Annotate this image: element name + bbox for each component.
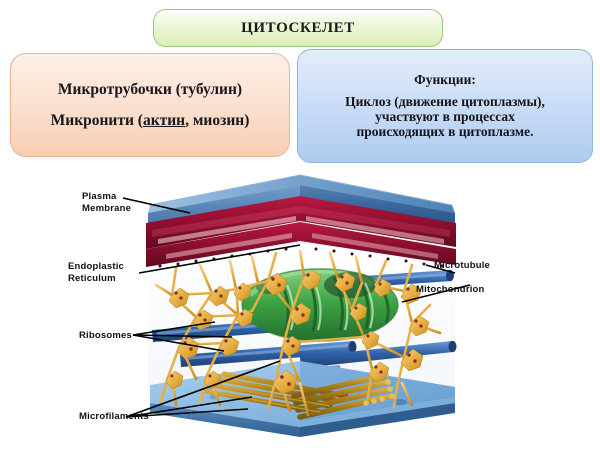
functions-line-3: происходящих в цитоплазме. bbox=[356, 124, 534, 140]
label-plasma-membrane-line1: Plasma bbox=[82, 191, 117, 202]
title-box: ЦИТОСКЕЛЕТ bbox=[153, 9, 443, 47]
label-microfilaments: Microfilaments bbox=[79, 411, 149, 422]
page-title: ЦИТОСКЕЛЕТ bbox=[241, 19, 355, 36]
cytoskeleton-nodes bbox=[165, 269, 430, 395]
functions-box: Функции: Циклоз (движение цитоплазмы), у… bbox=[297, 49, 593, 163]
microfilaments-text-pre: Микронити ( bbox=[50, 112, 143, 129]
microtubules-line: Микротрубочки (тубулин) bbox=[57, 80, 243, 98]
label-endoplastic-reticulum: Endoplastic Reticulum bbox=[68, 261, 124, 284]
leader-lines bbox=[122, 197, 471, 418]
cytoskeleton-network bbox=[154, 249, 442, 417]
leader-microfilament-3 bbox=[125, 408, 249, 418]
plasma-membrane bbox=[148, 174, 455, 223]
label-endoplastic-reticulum-line2: Reticulum bbox=[68, 272, 116, 284]
label-plasma-membrane-line2: Membrane bbox=[82, 202, 132, 214]
microfilaments-line: Микронити (актин, миозин) bbox=[51, 113, 250, 129]
leader-microfilament-2 bbox=[125, 396, 253, 418]
leader-mitochondrion bbox=[401, 284, 471, 303]
actin-underlined-term: актин bbox=[142, 112, 186, 129]
label-mitochondrion: Mitochondrion bbox=[416, 284, 485, 295]
leader-plasma-membrane bbox=[122, 197, 191, 214]
leader-ribosome-2 bbox=[132, 334, 233, 338]
leader-ribosome-1 bbox=[132, 321, 216, 336]
leader-ribosome-3 bbox=[132, 334, 225, 352]
microfilaments-text-post: , миозин) bbox=[185, 112, 250, 129]
cell-diagram-svg bbox=[122, 174, 471, 437]
leader-microfilament-1 bbox=[125, 360, 281, 418]
label-endoplastic-reticulum-line1: Endoplastic bbox=[68, 261, 125, 272]
functions-line-1: Циклоз (движение цитоплазмы), bbox=[345, 93, 545, 109]
cytoskeleton-cell-diagram: Plasma Membrane Endoplastic Reticulum Ri… bbox=[0, 165, 600, 450]
label-plasma-membrane: Plasma Membrane bbox=[82, 191, 131, 214]
functions-heading: Функции: bbox=[414, 72, 476, 88]
leader-endoplastic-reticulum bbox=[138, 244, 301, 274]
endoplasmic-reticulum bbox=[146, 196, 456, 268]
components-box: Микротрубочки (тубулин) Микронити (актин… bbox=[10, 53, 290, 157]
functions-line-2: участвуют в процессах bbox=[375, 109, 515, 124]
leader-microtubule bbox=[425, 264, 456, 274]
label-microtubule: Microtubule bbox=[434, 260, 491, 271]
label-ribosomes: Ribosomes bbox=[79, 330, 133, 341]
